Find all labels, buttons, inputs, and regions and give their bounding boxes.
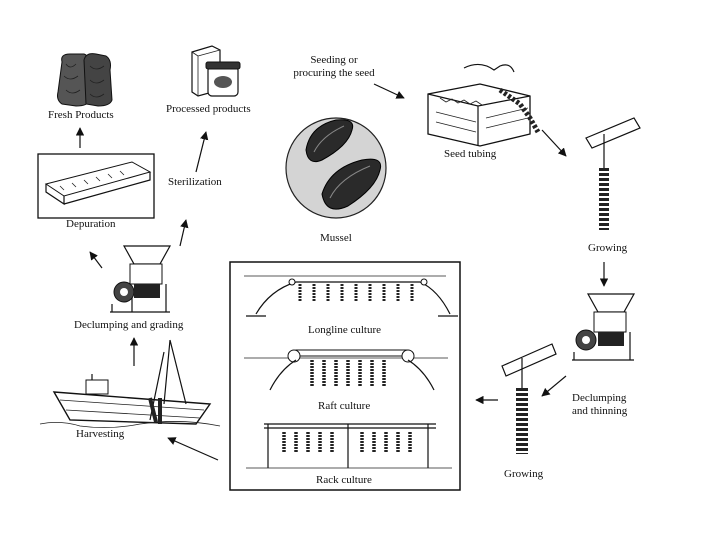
label-harvesting: Harvesting	[76, 428, 125, 440]
arrow-culture-to-harvesting	[167, 437, 219, 461]
label-declumping-grading: Declumping and grading	[74, 319, 184, 331]
rack-illustration	[246, 423, 452, 469]
label-rack-culture: Rack culture	[316, 474, 372, 486]
flow-arrows	[75, 83, 609, 461]
label-growing-top: Growing	[588, 242, 628, 254]
fresh-products-illustration	[57, 53, 113, 107]
label-fresh-products: Fresh Products	[48, 109, 114, 121]
label-longline-culture: Longline culture	[308, 324, 382, 336]
label-seeding: Seeding or procuring the seed	[293, 54, 375, 79]
growing-rope-bottom	[501, 343, 557, 454]
arrow-seeding-to-tubing	[373, 83, 405, 99]
label-declumping-thinning: Declumping and thinning	[572, 392, 628, 417]
culture-methods-box	[229, 261, 461, 491]
seed-tubing-illustration	[427, 63, 541, 147]
raft-illustration	[244, 349, 448, 391]
mussel-illustration	[285, 117, 387, 219]
growing-rope-top	[585, 117, 641, 230]
arrow-grading-to-sterilization	[179, 219, 189, 247]
label-depuration: Depuration	[66, 218, 116, 230]
label-growing-bottom: Growing	[504, 468, 544, 480]
grading-machine-left	[110, 245, 172, 313]
label-processed-products: Processed products	[166, 103, 251, 115]
longline-illustration	[244, 275, 458, 317]
processed-products-illustration	[191, 45, 241, 97]
grading-machine-right	[572, 293, 636, 361]
label-sterilization: Sterilization	[168, 176, 222, 188]
label-raft-culture: Raft culture	[318, 400, 371, 412]
arrow-sterilization-to-processed	[195, 131, 209, 173]
arrow-tubing-to-growing	[541, 129, 567, 157]
label-mussel: Mussel	[320, 232, 352, 244]
arrow-grading-to-depuration	[89, 251, 103, 269]
depuration-illustration	[37, 153, 155, 219]
label-seed-tubing: Seed tubing	[444, 148, 497, 160]
harvesting-boat-illustration	[39, 339, 221, 428]
arrow-thinning-to-growing	[541, 375, 567, 397]
